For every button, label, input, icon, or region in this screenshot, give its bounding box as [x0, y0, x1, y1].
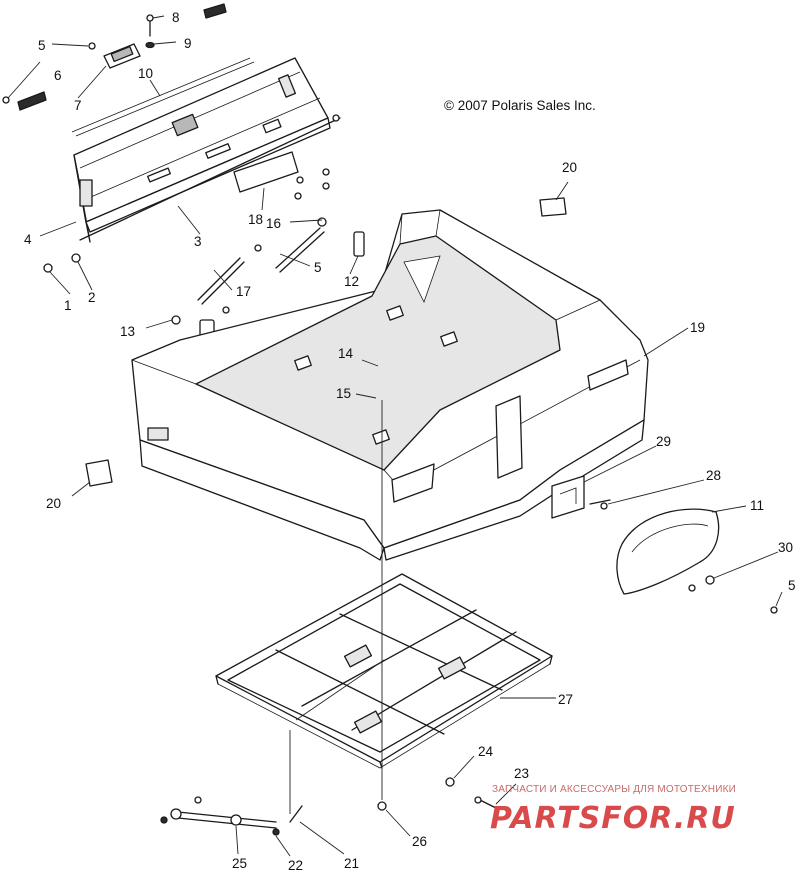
callout-3: 3: [194, 234, 202, 249]
callout-13: 13: [120, 324, 135, 339]
latch-hardware: [2, 3, 227, 273]
callout-5c: 5: [788, 578, 796, 593]
callout-28: 28: [706, 468, 721, 483]
callout-11: 11: [750, 498, 764, 513]
callout-12: 12: [344, 274, 359, 289]
callout-6: 6: [54, 68, 62, 83]
callout-19: 19: [690, 320, 705, 335]
callout-20a: 20: [562, 160, 577, 175]
callout-25: 25: [232, 856, 247, 871]
callout-30: 30: [778, 540, 793, 555]
callout-24: 24: [478, 744, 494, 759]
watermark-brand: PARTSFOR.RU: [490, 801, 736, 836]
copyright-notice: © 2007 Polaris Sales Inc.: [444, 98, 596, 113]
callout-2: 2: [88, 290, 96, 305]
callout-7: 7: [74, 98, 82, 113]
watermark: ЗАПЧАСТИ И АКСЕССУАРЫ ДЛЯ МОТОТЕХНИКИ PA…: [490, 784, 736, 836]
cargo-box: [131, 209, 649, 561]
callout-21: 21: [344, 856, 359, 871]
callout-23: 23: [514, 766, 529, 781]
watermark-tagline: ЗАПЧАСТИ И АКСЕССУАРЫ ДЛЯ МОТОТЕХНИКИ: [492, 784, 736, 795]
callout-27: 27: [558, 692, 573, 707]
side-cover: [551, 475, 778, 614]
callout-14: 14: [338, 346, 354, 361]
callout-20b: 20: [46, 496, 61, 511]
lower-hardware: [160, 777, 497, 836]
callout-8: 8: [172, 10, 180, 25]
callout-16: 16: [266, 216, 281, 231]
callout-4: 4: [24, 232, 32, 247]
callout-18: 18: [248, 212, 263, 227]
tailgate-panel: [71, 57, 341, 243]
callout-1: 1: [64, 298, 72, 313]
decal-front: [85, 459, 113, 487]
callout-15: 15: [336, 386, 351, 401]
box-support-frame: [215, 573, 553, 769]
callout-10: 10: [138, 66, 153, 81]
callout-17: 17: [236, 284, 251, 299]
callout-22: 22: [288, 858, 303, 873]
leader-lines: [7, 15, 783, 857]
callout-numbers: 1 2 3 4 5 5 5 6 7 8 9 10 11 12 13 14 15 …: [24, 10, 796, 873]
callout-5b: 5: [314, 260, 322, 275]
callout-9: 9: [184, 36, 192, 51]
callout-26: 26: [412, 834, 427, 849]
callout-5a: 5: [38, 38, 46, 53]
callout-29: 29: [656, 434, 671, 449]
decal-rear: [539, 197, 567, 217]
